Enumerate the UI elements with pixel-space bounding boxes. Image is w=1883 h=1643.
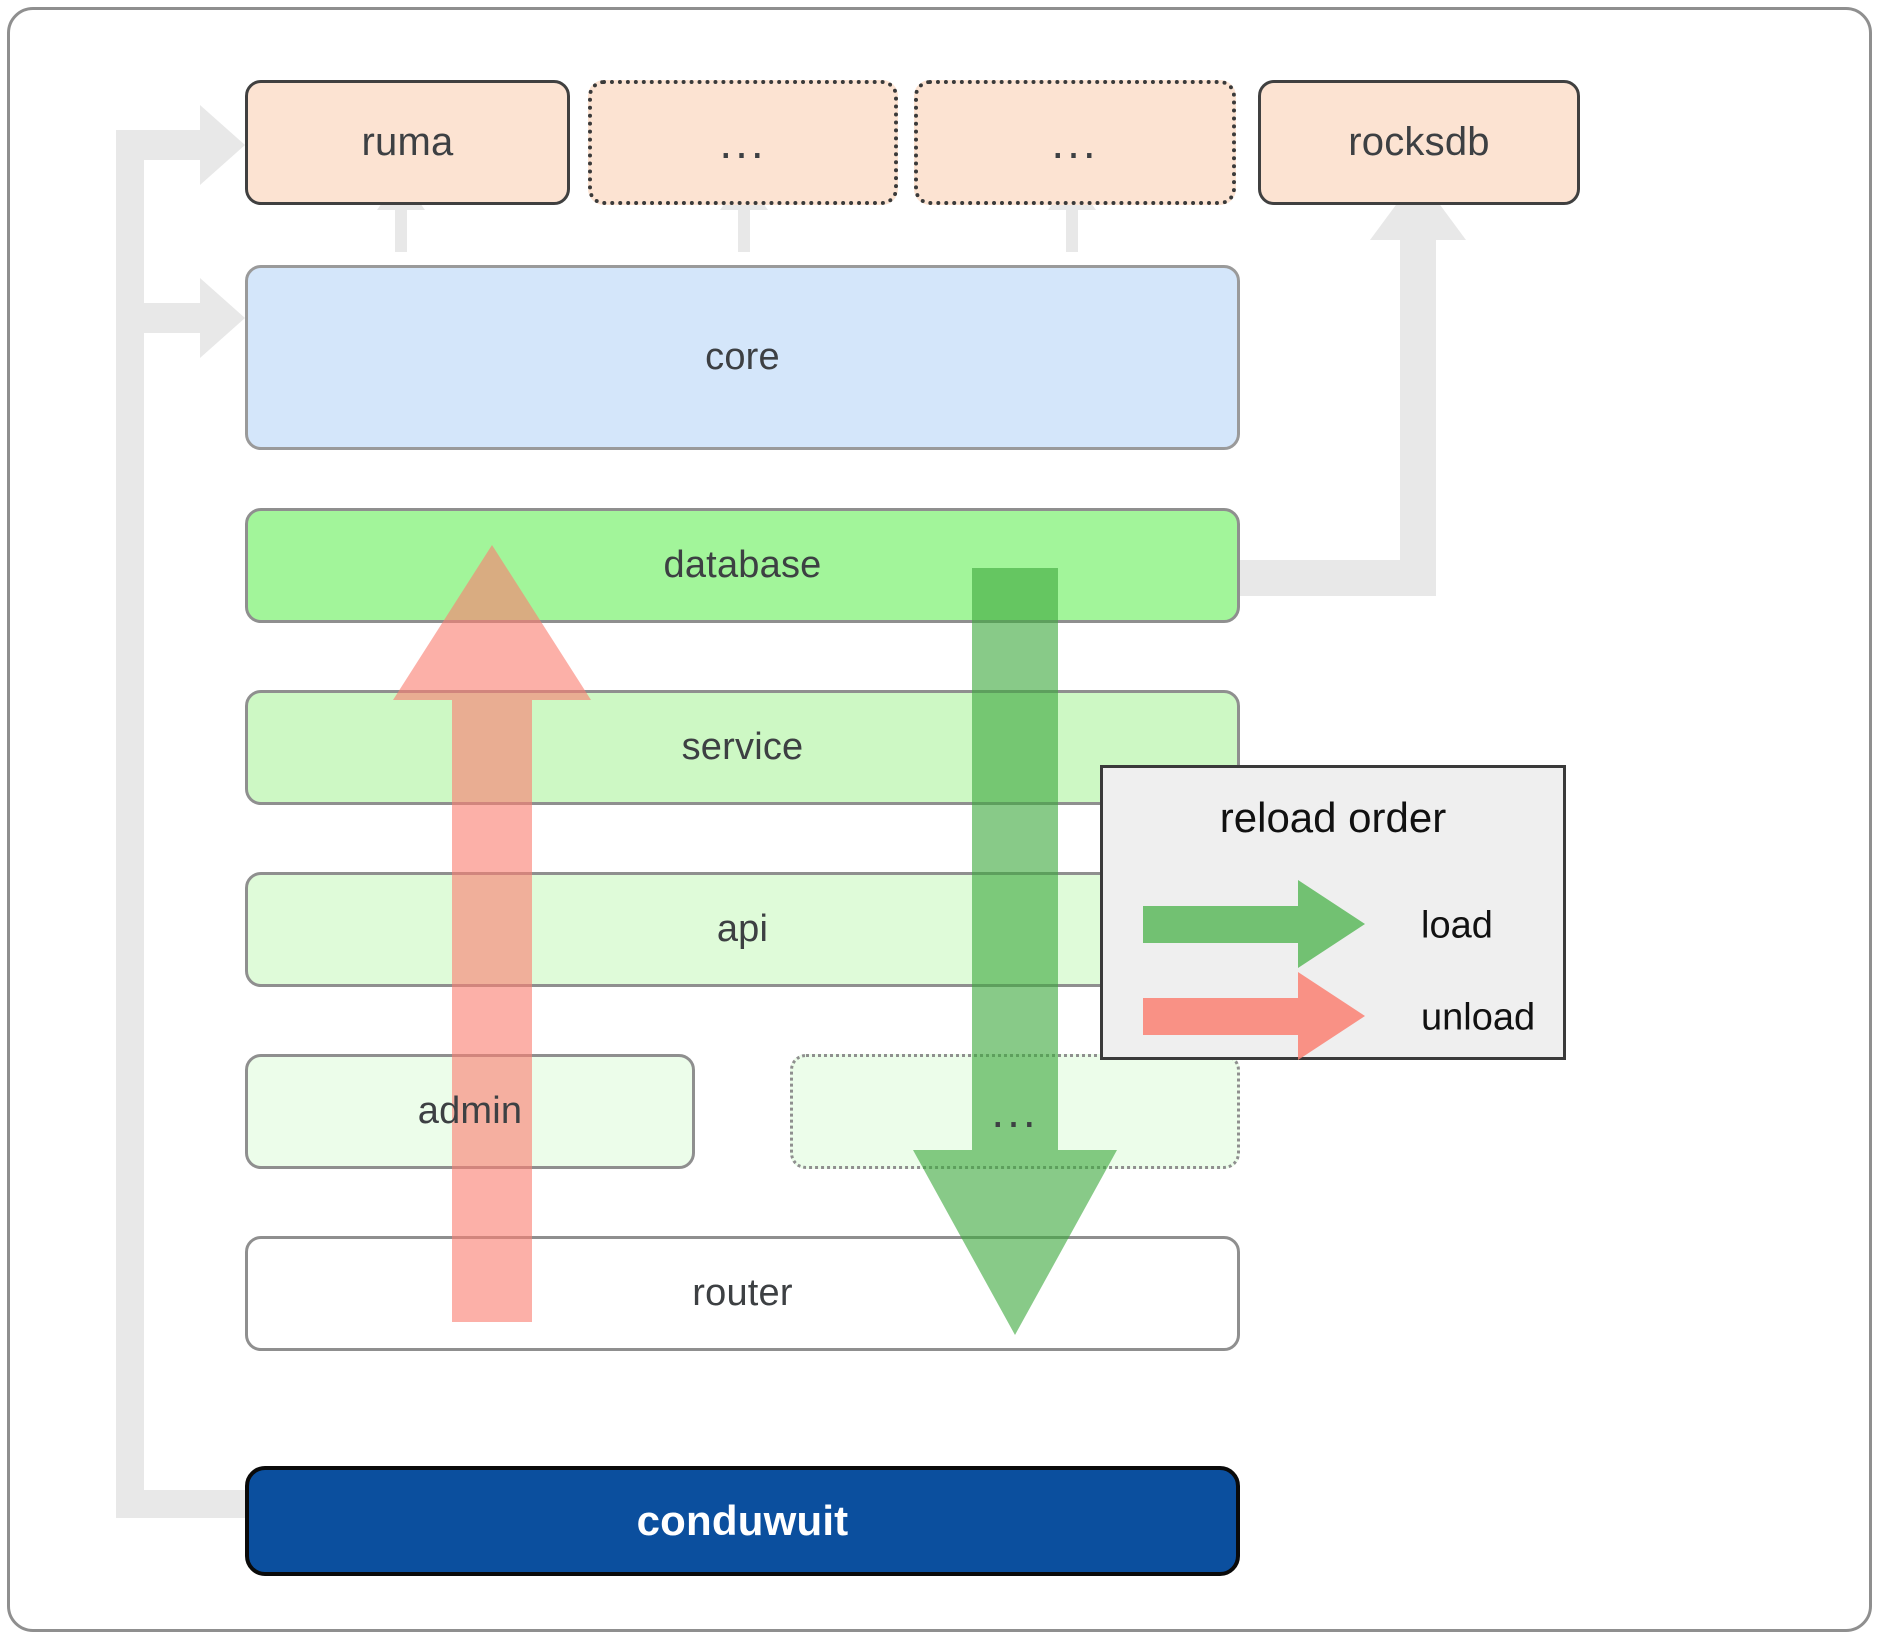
layer-core-label: core bbox=[705, 336, 780, 378]
layer-router-label: router bbox=[692, 1272, 793, 1314]
layer-api-label: api bbox=[716, 908, 769, 950]
legend-load-arrow-icon bbox=[1143, 880, 1365, 968]
dependency-rocksdb[interactable]: rocksdb bbox=[1258, 80, 1580, 205]
legend-unload-arrow-icon bbox=[1143, 972, 1365, 1060]
legend-load-label: load bbox=[1421, 904, 1493, 947]
dependency-rocksdb-label: rocksdb bbox=[1348, 120, 1490, 164]
dependency-ellipsis-1-label: ... bbox=[719, 115, 767, 168]
layer-service[interactable]: service bbox=[245, 690, 1240, 805]
layer-api[interactable]: api bbox=[245, 872, 1240, 987]
layer-ellipsis-label: ... bbox=[991, 1084, 1039, 1137]
layer-admin[interactable]: admin bbox=[245, 1054, 695, 1169]
dependency-ellipsis-2[interactable]: ... bbox=[914, 80, 1236, 205]
layer-service-label: service bbox=[681, 726, 804, 768]
dependency-ellipsis-2-label: ... bbox=[1051, 115, 1099, 168]
layer-database-label: database bbox=[663, 544, 822, 586]
dependency-ellipsis-1[interactable]: ... bbox=[588, 80, 898, 205]
legend-panel: reload order load unload bbox=[1100, 765, 1566, 1060]
legend-row-unload: unload bbox=[1103, 980, 1563, 1056]
legend-row-load: load bbox=[1103, 888, 1563, 964]
legend-unload-label: unload bbox=[1421, 996, 1536, 1039]
dependency-ruma-label: ruma bbox=[361, 120, 454, 164]
dependency-ruma[interactable]: ruma bbox=[245, 80, 570, 205]
layer-core[interactable]: core bbox=[245, 265, 1240, 450]
legend-arrow-icons bbox=[1143, 880, 1365, 1060]
root-conduwuit-label: conduwuit bbox=[636, 1497, 849, 1544]
root-conduwuit[interactable]: conduwuit bbox=[245, 1466, 1240, 1576]
layer-ellipsis[interactable]: ... bbox=[790, 1054, 1240, 1169]
legend-title: reload order bbox=[1219, 794, 1447, 841]
layer-router[interactable]: router bbox=[245, 1236, 1240, 1351]
diagram-frame bbox=[7, 7, 1872, 1632]
layer-admin-label: admin bbox=[417, 1090, 523, 1132]
layer-database[interactable]: database bbox=[245, 508, 1240, 623]
